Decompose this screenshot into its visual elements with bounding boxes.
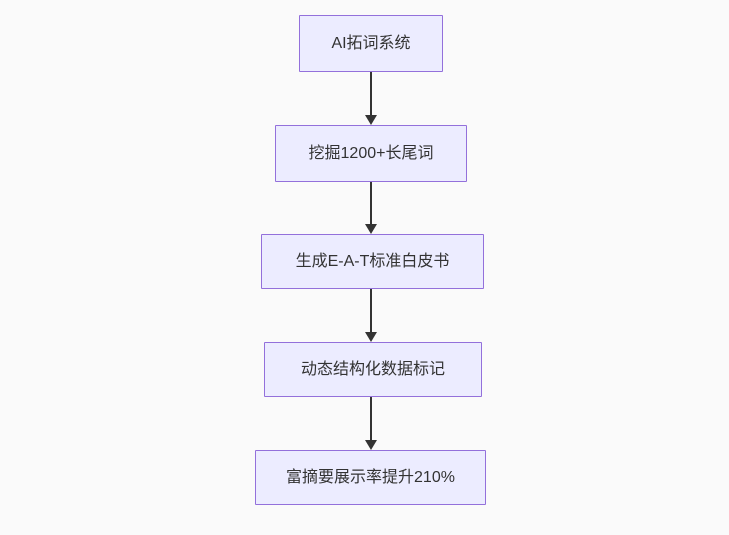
arrow-line	[370, 397, 372, 442]
arrowhead-down-icon	[365, 440, 377, 450]
flow-node-label: 挖掘1200+长尾词	[308, 144, 434, 162]
flow-arrow	[365, 289, 377, 342]
arrow-line	[370, 182, 372, 226]
flow-arrow	[365, 182, 377, 234]
flow-node-eat-whitepaper: 生成E-A-T标准白皮书	[261, 234, 484, 289]
flow-node-label: 富摘要展示率提升210%	[286, 468, 455, 486]
flow-node-label: 生成E-A-T标准白皮书	[295, 252, 450, 270]
arrowhead-down-icon	[365, 115, 377, 125]
flow-node-rich-snippet-result: 富摘要展示率提升210%	[255, 450, 486, 505]
flow-node-label: AI拓词系统	[331, 34, 411, 52]
flow-node-label: 动态结构化数据标记	[300, 360, 445, 378]
flow-node-ai-keyword-system: AI拓词系统	[299, 15, 443, 72]
flow-node-longtail-mining: 挖掘1200+长尾词	[275, 125, 467, 182]
flow-node-structured-data-markup: 动态结构化数据标记	[264, 342, 482, 397]
arrow-line	[370, 289, 372, 334]
arrowhead-down-icon	[365, 224, 377, 234]
arrow-line	[370, 72, 372, 117]
flow-arrow	[365, 72, 377, 125]
arrowhead-down-icon	[365, 332, 377, 342]
flow-arrow	[365, 397, 377, 450]
